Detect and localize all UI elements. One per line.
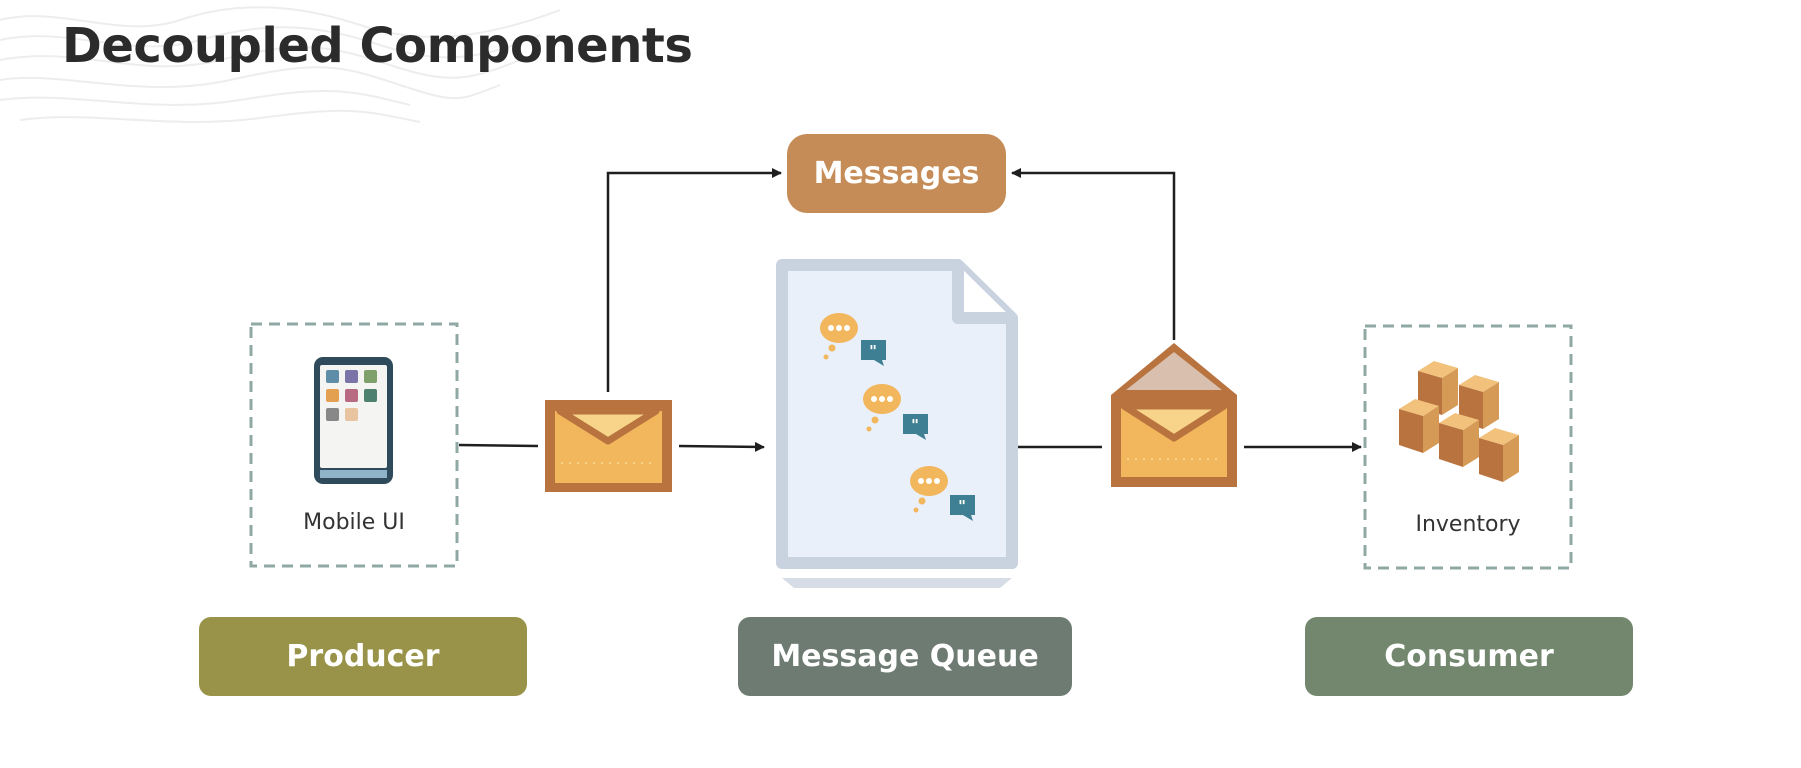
inventory-caption: Inventory xyxy=(1415,512,1521,537)
document-with-chat-bubbles-icon: " " " xyxy=(776,259,1018,588)
svg-text:": " xyxy=(911,416,919,434)
message-queue-label: Message Queue xyxy=(738,617,1072,696)
messages-pill: Messages xyxy=(787,134,1006,213)
connector-mobile-to-envelope xyxy=(458,443,539,448)
producer-label: Producer xyxy=(199,617,527,696)
closed-envelope-icon xyxy=(545,400,672,492)
mobile-ui-caption: Mobile UI xyxy=(303,510,405,535)
chat-bubble-group-1: " xyxy=(820,313,886,366)
svg-text:": " xyxy=(958,497,966,515)
box xyxy=(1479,428,1519,482)
mobile-phone-icon xyxy=(314,357,393,484)
consumer-dashed-box xyxy=(1363,324,1573,570)
chat-bubble-group-2: " xyxy=(863,384,928,440)
background-watermark xyxy=(0,6,560,123)
chat-bubble-group-3: " xyxy=(910,466,975,521)
consumer-label: Consumer xyxy=(1305,617,1633,696)
page-title: Decoupled Components xyxy=(62,18,693,74)
box xyxy=(1439,413,1479,467)
arrow-envelope-to-queue xyxy=(678,441,765,452)
arrow-consumer-envelope-to-messages xyxy=(1011,168,1176,340)
open-envelope-icon xyxy=(1111,343,1237,487)
arrow-producer-envelope-to-messages xyxy=(606,168,782,392)
svg-text:": " xyxy=(869,342,877,360)
box xyxy=(1399,399,1439,453)
boxes-icon xyxy=(1399,361,1519,482)
producer-dashed-box xyxy=(249,322,459,568)
